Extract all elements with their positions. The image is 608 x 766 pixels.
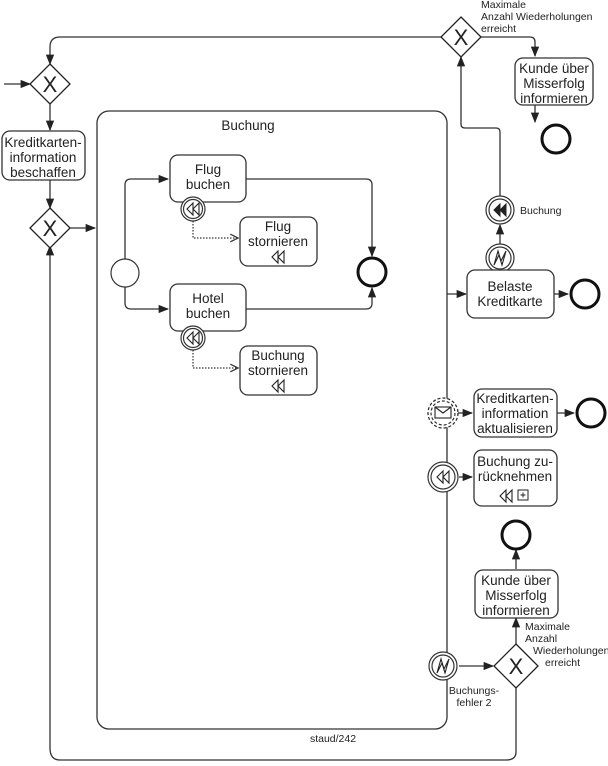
end-event-bottom[interactable]	[500, 519, 532, 551]
assoc-hotel-compensation	[192, 350, 238, 368]
end-event-aktualisieren[interactable]	[575, 397, 607, 429]
end-event-subprocess[interactable]	[356, 256, 388, 288]
message-boundary-event[interactable]	[427, 397, 459, 429]
svg-text:X: X	[454, 25, 469, 50]
gateway-max-top[interactable]: X	[440, 16, 482, 58]
gateway-retry[interactable]: X	[29, 207, 71, 249]
end-event-top[interactable]	[540, 123, 572, 155]
label-buchung-event: Buchung	[520, 205, 562, 217]
subprocess-label: Buchung	[221, 118, 274, 133]
svg-text:X: X	[43, 72, 58, 97]
edge-retry-loop	[45, 244, 517, 761]
end-event-belaste[interactable]	[569, 278, 601, 310]
edge-start-flug	[124, 174, 170, 259]
edge-hotel-end	[246, 286, 377, 310]
error-boundary-belaste[interactable]	[485, 243, 515, 273]
compensation-boundary-flug[interactable]	[180, 196, 206, 222]
edge-buchung-topgw	[456, 55, 501, 196]
edge-topgw-kunde	[481, 36, 540, 58]
error-boundary-subprocess[interactable]	[428, 651, 458, 681]
gateway-entry[interactable]: X	[29, 63, 71, 105]
start-event-subprocess[interactable]	[110, 258, 140, 288]
edge-start-hotel	[124, 287, 170, 314]
plus-icon	[517, 489, 529, 501]
label-buchungsfehler: Buchungs-fehler 2	[449, 685, 500, 709]
compensation-boundary-hotel[interactable]	[180, 325, 206, 351]
svg-text:Buchungs-fehler 2: Buchungs-fehler 2	[449, 685, 500, 709]
task-buchung-zuruecknehmen[interactable]: Buchung zu-rücknehmen	[473, 449, 558, 507]
compensation-throw-event[interactable]	[485, 195, 515, 225]
assoc-flug-compensation	[192, 221, 238, 238]
svg-text:X: X	[509, 654, 524, 679]
subprocess-buchung[interactable]	[96, 110, 448, 730]
svg-text:X: X	[43, 216, 58, 241]
gateway-max-bottom[interactable]: X	[493, 643, 539, 689]
message-icon	[434, 406, 452, 419]
compensation-start-event[interactable]	[427, 461, 459, 493]
edge-flug-end	[246, 178, 377, 258]
svg-text:Buchung zu-rücknehmen: Buchung zu-rücknehmen	[477, 454, 553, 484]
edge-top-loop	[45, 36, 443, 66]
footer-label: staud/242	[310, 733, 356, 745]
